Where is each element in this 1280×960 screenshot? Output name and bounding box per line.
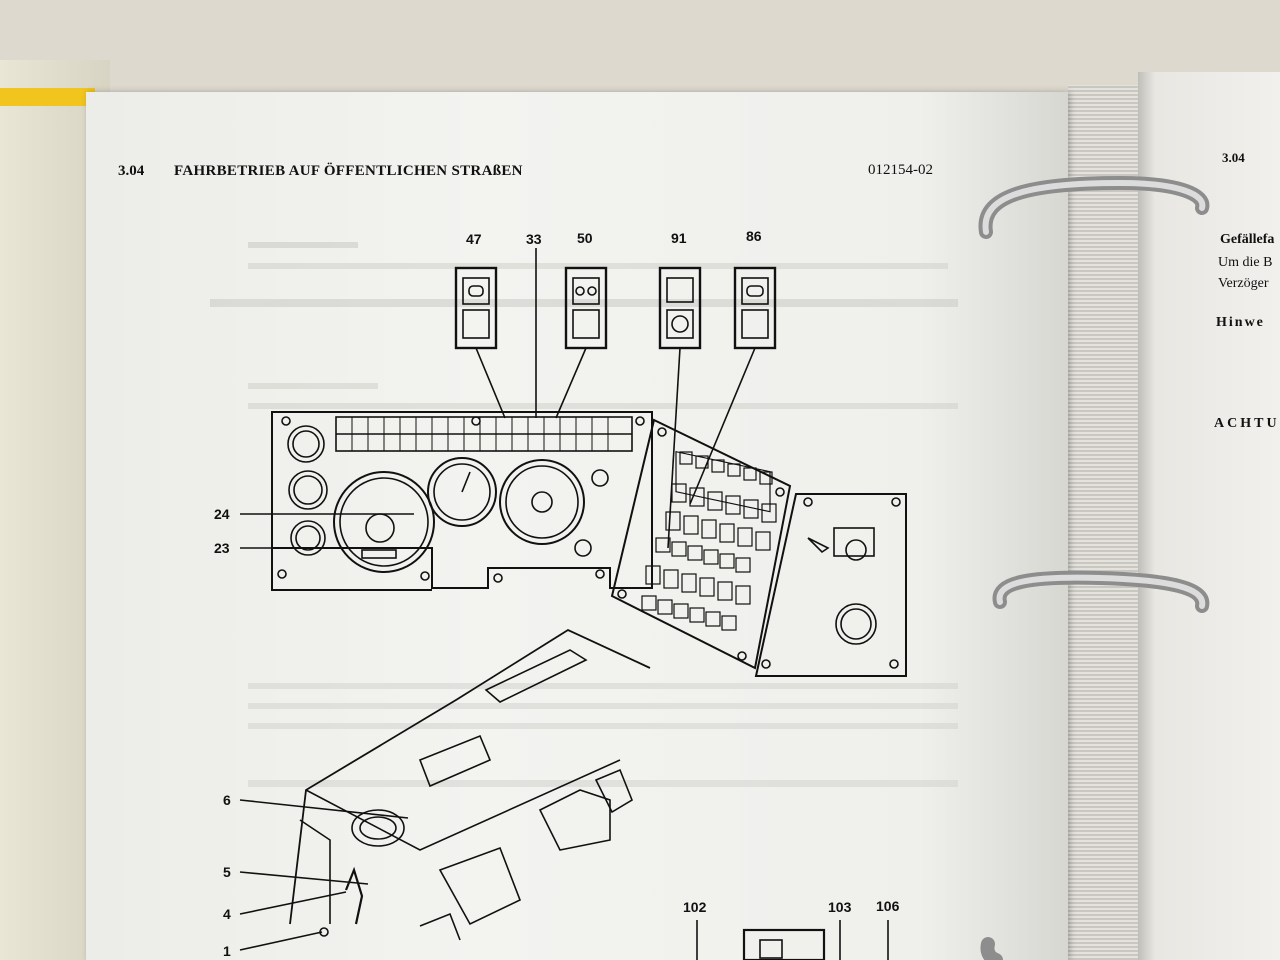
callout-24: 24 xyxy=(214,506,230,522)
callout-47: 47 xyxy=(466,231,482,247)
section-title: FAHRBETRIEB AUF ÖFFENTLICHEN STRAßEN xyxy=(174,163,523,179)
show-through-text xyxy=(248,683,958,689)
binder-stripe xyxy=(0,88,95,106)
right-section-number: 3.04 xyxy=(1222,150,1245,165)
show-through-text xyxy=(248,263,948,269)
show-through-text xyxy=(248,703,958,709)
callout-5: 5 xyxy=(223,864,231,880)
show-through-text xyxy=(210,299,958,307)
show-through-text xyxy=(248,780,958,787)
show-through-text xyxy=(248,403,958,409)
right-line-2: Verzöger xyxy=(1218,276,1269,291)
callout-86: 86 xyxy=(746,228,762,244)
callout-106: 106 xyxy=(876,898,900,914)
callout-23: 23 xyxy=(214,540,230,556)
callout-1: 1 xyxy=(223,943,231,959)
right-hinweis: Hinwe xyxy=(1216,315,1265,330)
section-number: 3.04 xyxy=(118,163,145,179)
callout-102: 102 xyxy=(683,899,707,915)
callout-4: 4 xyxy=(223,906,231,922)
right-achtung: ACHTU xyxy=(1214,416,1280,431)
right-heading: Gefällefa xyxy=(1220,232,1275,247)
right-page xyxy=(1138,72,1280,960)
right-line-1: Um die B xyxy=(1218,255,1273,270)
callout-91: 91 xyxy=(671,230,687,246)
page-stack xyxy=(1068,85,1138,960)
callout-103: 103 xyxy=(828,899,852,915)
show-through-text xyxy=(248,383,378,389)
show-through-text xyxy=(248,242,358,248)
callout-50: 50 xyxy=(577,230,593,246)
callout-33: 33 xyxy=(526,231,542,247)
callout-6: 6 xyxy=(223,792,231,808)
document-code: 012154-02 xyxy=(868,162,933,178)
show-through-text xyxy=(248,723,958,729)
